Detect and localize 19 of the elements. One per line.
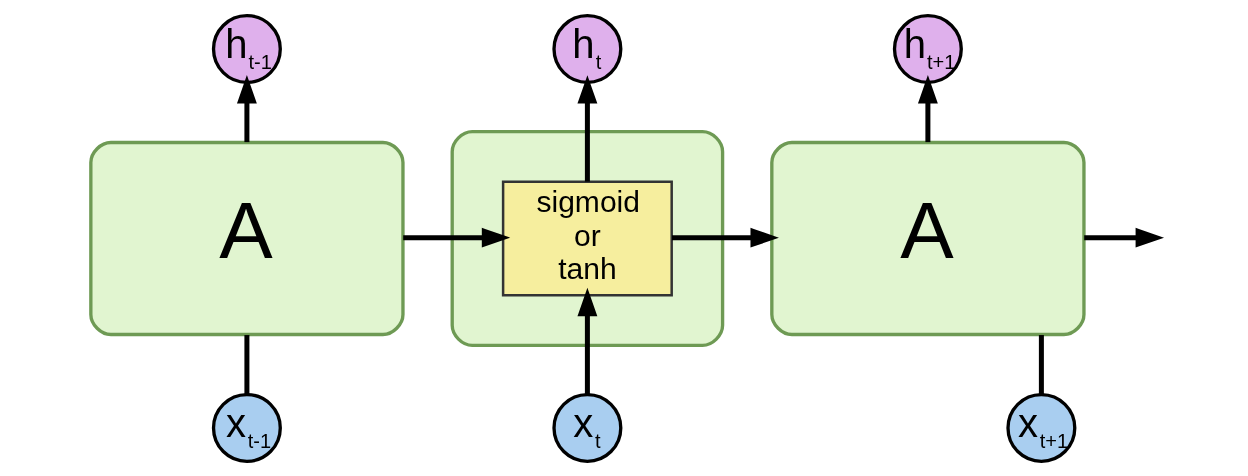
- node-box: A: [770, 140, 1086, 336]
- node-circle: h$_{t-1}$: [211, 13, 282, 84]
- node-box: A: [89, 140, 405, 336]
- connector: [244, 334, 250, 394]
- node-circle: x$_{t-1}$: [211, 392, 282, 463]
- arrow: [917, 74, 938, 142]
- node-box: sigmoid or tanh: [501, 180, 673, 296]
- arrow: [672, 227, 779, 248]
- node-circle: h$_{t}$: [552, 13, 623, 84]
- arrow: [403, 227, 511, 248]
- node-circle: x$_{t}$: [552, 392, 623, 463]
- arrow: [577, 287, 598, 394]
- arrow: [236, 74, 257, 142]
- node-circle: x$_{t+1}$: [1006, 392, 1077, 463]
- connector: [1038, 334, 1044, 394]
- cluster: [450, 129, 725, 347]
- node-circle: h$_{t+1}$: [892, 13, 963, 84]
- arrow: [577, 74, 598, 182]
- arrow: [1084, 227, 1165, 248]
